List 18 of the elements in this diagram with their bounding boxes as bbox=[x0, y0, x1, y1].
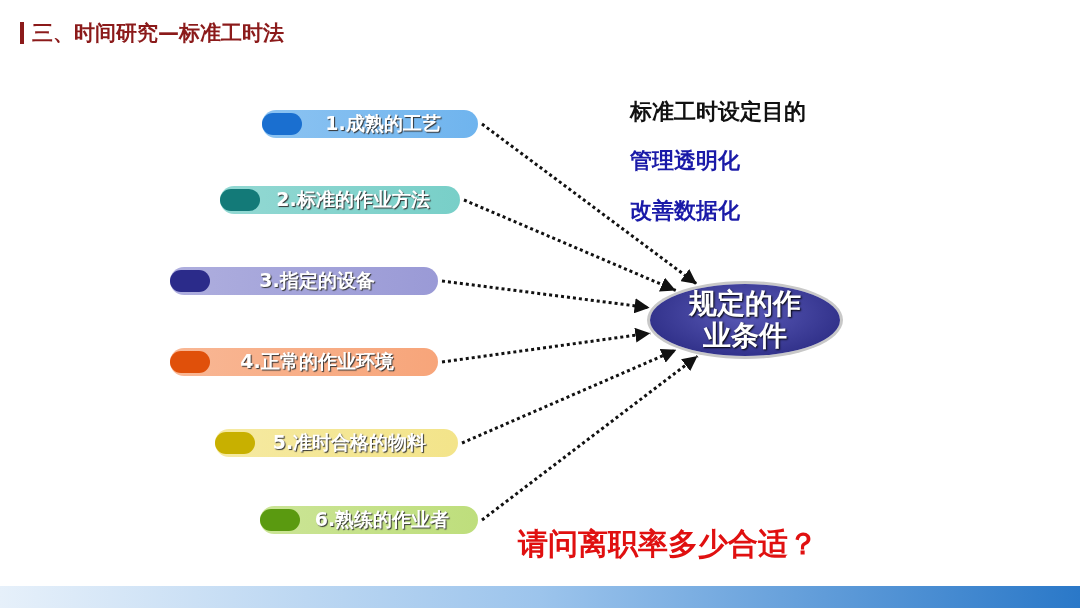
dotted-arrow bbox=[481, 354, 699, 522]
condition-ellipse: 规定的作业条件 bbox=[650, 284, 840, 356]
dotted-arrow bbox=[441, 279, 650, 314]
process-pill: 5.准时合格的物料 bbox=[215, 429, 458, 457]
question-text: 请问离职率多少合适？ bbox=[518, 525, 818, 563]
heading: 标准工时设定目的 bbox=[630, 98, 806, 126]
process-pill: 2.标准的作业方法 bbox=[220, 186, 460, 214]
dotted-arrow bbox=[481, 122, 698, 286]
title: 三、时间研究—标准工时法 bbox=[32, 20, 284, 47]
dotted-arrow bbox=[441, 327, 651, 364]
process-pill: 4.正常的作业环境 bbox=[170, 348, 438, 376]
goal-text: 管理透明化 bbox=[630, 147, 740, 175]
goal-text: 改善数据化 bbox=[630, 197, 740, 225]
process-pill: 3.指定的设备 bbox=[170, 267, 438, 295]
dotted-arrow bbox=[461, 348, 677, 445]
dotted-arrow bbox=[463, 198, 677, 292]
process-pill: 6.熟练的作业者 bbox=[260, 506, 478, 534]
process-pill: 1.成熟的工艺 bbox=[262, 110, 478, 138]
